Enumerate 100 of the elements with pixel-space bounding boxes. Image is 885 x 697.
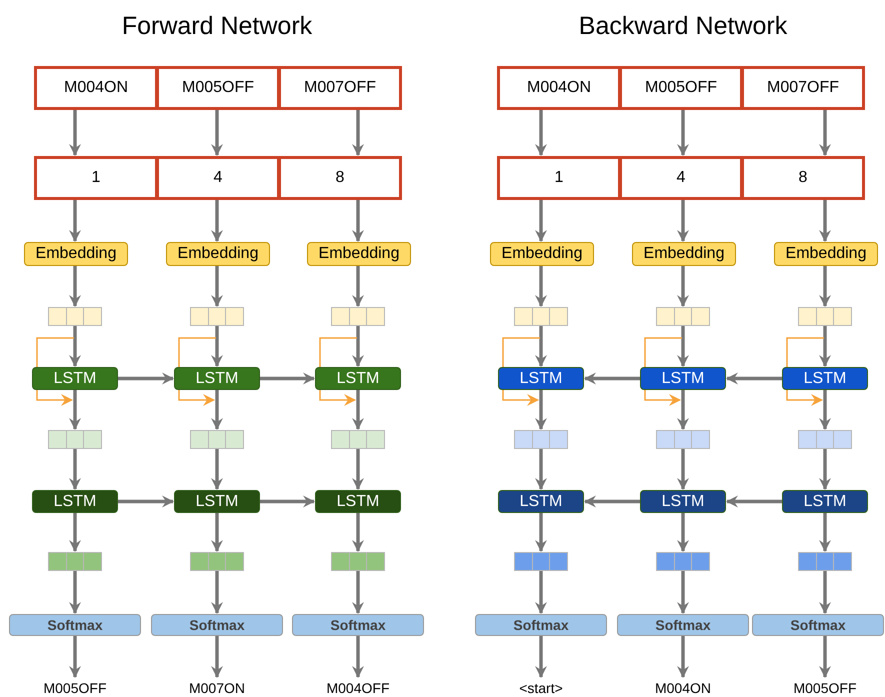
arrow <box>677 266 689 307</box>
arrow <box>352 513 364 552</box>
arrow <box>677 571 689 614</box>
vector-bar <box>656 552 710 571</box>
arrow <box>211 200 223 242</box>
arrow <box>211 326 223 367</box>
vector-bar <box>48 430 102 449</box>
embedding-box: Embedding <box>307 242 411 266</box>
arrow <box>819 200 831 242</box>
arrow <box>819 390 831 430</box>
softmax-box: Softmax <box>292 614 424 636</box>
arrow <box>819 110 831 156</box>
arrow <box>677 390 689 430</box>
vector-bar <box>190 307 244 326</box>
output-label: M004ON <box>638 678 728 697</box>
lstm-box: LSTM <box>782 490 868 513</box>
vector-bar <box>656 430 710 449</box>
vector-bar <box>331 430 385 449</box>
word-box: M004ON <box>497 66 621 110</box>
vector-bar <box>190 552 244 571</box>
lstm-box: LSTM <box>640 367 726 390</box>
index-box: 8 <box>741 156 865 200</box>
arrow <box>677 200 689 242</box>
lstm-box: LSTM <box>315 367 401 390</box>
vector-bar <box>656 307 710 326</box>
arrow <box>677 513 689 552</box>
output-label: M005OFF <box>30 678 120 697</box>
arrow <box>535 266 547 307</box>
arrow <box>819 513 831 552</box>
word-box: M004ON <box>34 66 158 110</box>
arrow <box>677 636 689 678</box>
lstm-box: LSTM <box>32 367 118 390</box>
vector-bar <box>331 552 385 571</box>
arrow <box>726 372 782 384</box>
arrow <box>69 266 81 307</box>
arrow <box>535 200 547 242</box>
lstm-box: LSTM <box>640 490 726 513</box>
index-box: 1 <box>497 156 621 200</box>
arrow <box>352 571 364 614</box>
arrow <box>819 636 831 678</box>
arrow <box>211 449 223 490</box>
output-label: M004OFF <box>313 678 403 697</box>
arrow <box>211 513 223 552</box>
softmax-box: Softmax <box>151 614 283 636</box>
vector-bar <box>798 552 852 571</box>
index-box: 8 <box>278 156 402 200</box>
arrow <box>211 390 223 430</box>
lstm-box: LSTM <box>174 367 260 390</box>
embedding-box: Embedding <box>166 242 270 266</box>
vector-bar <box>798 307 852 326</box>
vector-bar <box>798 430 852 449</box>
index-box: 4 <box>619 156 743 200</box>
arrow <box>352 449 364 490</box>
arrow <box>819 326 831 367</box>
arrow <box>677 110 689 156</box>
word-box: M005OFF <box>619 66 743 110</box>
arrow <box>584 496 640 508</box>
vector-bar <box>514 307 568 326</box>
embedding-box: Embedding <box>24 242 128 266</box>
arrow <box>69 326 81 367</box>
arrow <box>69 571 81 614</box>
lstm-box: LSTM <box>782 367 868 390</box>
output-label: <start> <box>496 678 586 697</box>
arrow <box>535 513 547 552</box>
arrow <box>69 449 81 490</box>
softmax-box: Softmax <box>617 614 749 636</box>
arrow <box>118 496 174 508</box>
network-title: Backward Network <box>578 11 788 42</box>
arrow <box>819 449 831 490</box>
lstm-box: LSTM <box>498 367 584 390</box>
arrow <box>69 513 81 552</box>
arrow <box>584 372 640 384</box>
arrow <box>69 636 81 678</box>
arrow <box>819 266 831 307</box>
arrow <box>819 571 831 614</box>
softmax-box: Softmax <box>9 614 141 636</box>
arrow <box>352 110 364 156</box>
index-box: 4 <box>156 156 280 200</box>
vector-bar <box>48 307 102 326</box>
embedding-box: Embedding <box>490 242 594 266</box>
arrow <box>535 390 547 430</box>
arrow <box>260 496 315 508</box>
embedding-box: Embedding <box>774 242 878 266</box>
arrow <box>535 636 547 678</box>
vector-bar <box>48 552 102 571</box>
softmax-box: Softmax <box>752 614 884 636</box>
arrow <box>69 390 81 430</box>
arrow <box>352 636 364 678</box>
arrow <box>535 110 547 156</box>
arrow <box>211 266 223 307</box>
index-box: 1 <box>34 156 158 200</box>
lstm-box: LSTM <box>498 490 584 513</box>
vector-bar <box>190 430 244 449</box>
embedding-box: Embedding <box>632 242 736 266</box>
arrow <box>211 110 223 156</box>
arrow <box>352 200 364 242</box>
output-label: M005OFF <box>780 678 870 697</box>
arrow <box>535 326 547 367</box>
arrow <box>211 571 223 614</box>
arrow <box>677 326 689 367</box>
